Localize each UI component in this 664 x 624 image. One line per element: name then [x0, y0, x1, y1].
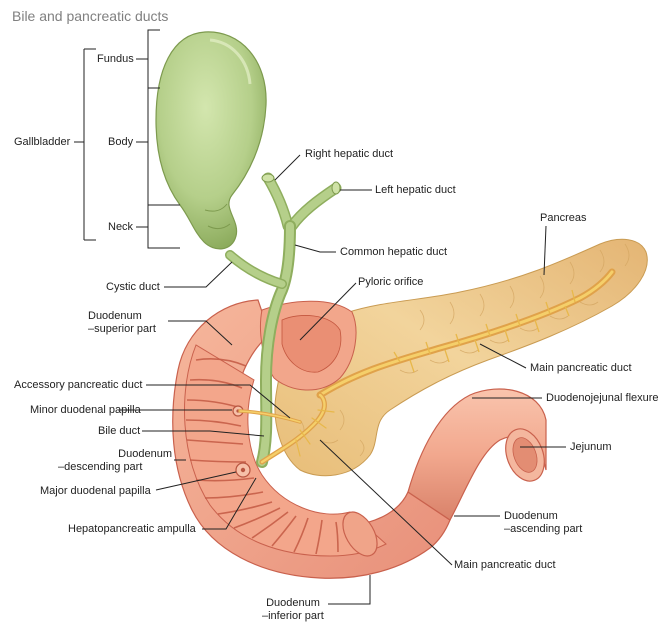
label-duodenum-ascending-line2: –ascending part [504, 523, 583, 535]
label-duodenum-descending-line1: Duodenum [118, 448, 172, 460]
label-duodenum-inferior: Duodenum –inferior part [262, 597, 324, 623]
label-duodenum-ascending: Duodenum –ascending part [504, 510, 582, 536]
label-duodenum-superior-line2: –superior part [88, 323, 156, 335]
right-hepatic-duct-end [261, 173, 275, 183]
label-duodenum-inferior-line2: –inferior part [262, 610, 324, 622]
gallbladder-shape [155, 31, 267, 250]
jejunum-shape [407, 388, 547, 521]
left-hepatic-duct-end [331, 181, 341, 195]
label-duodenum-inferior-line1: Duodenum [266, 597, 320, 609]
label-neck: Neck [108, 221, 134, 233]
label-bile-duct: Bile duct [98, 425, 141, 437]
bile-ducts [225, 172, 342, 468]
label-duodenum-descending-line2: –descending part [58, 461, 143, 473]
label-body: Body [108, 136, 134, 148]
diagram-title: Bile and pancreatic ducts [12, 8, 169, 24]
label-duodenum-superior: Duodenum –superior part [88, 310, 164, 336]
intrapancreatic-ducts [238, 392, 335, 465]
pancreas-shape [274, 238, 648, 477]
label-minor-duodenal-papilla: Minor duodenal papilla [30, 404, 141, 416]
label-major-duodenal-papilla: Major duodenal papilla [40, 485, 151, 497]
label-pancreas: Pancreas [540, 212, 587, 224]
label-duodenojejunal-flexure: Duodenojejunal flexure [546, 392, 659, 404]
leader-lines [74, 29, 566, 605]
label-cystic-duct: Cystic duct [106, 281, 160, 293]
label-duodenum-superior-line1: Duodenum [88, 310, 142, 322]
label-hepatopancreatic-ampulla: Hepatopancreatic ampulla [68, 523, 196, 535]
label-jejunum: Jejunum [570, 441, 612, 453]
label-right-hepatic-duct: Right hepatic duct [305, 148, 394, 160]
label-common-hepatic-duct: Common hepatic duct [340, 246, 447, 258]
label-duodenum-ascending-line1: Duodenum [504, 510, 558, 522]
label-gallbladder: Gallbladder [14, 136, 71, 148]
label-pyloric-orifice: Pyloric orifice [358, 276, 424, 288]
label-accessory-pancreatic-duct: Accessory pancreatic duct [14, 379, 143, 391]
label-duodenum-descending: Duodenum –descending part [58, 448, 172, 474]
label-main-pancreatic-duct-2: Main pancreatic duct [454, 559, 556, 571]
label-fundus: Fundus [97, 53, 134, 65]
label-main-pancreatic-duct-1: Main pancreatic duct [530, 362, 632, 374]
label-left-hepatic-duct: Left hepatic duct [375, 184, 456, 196]
